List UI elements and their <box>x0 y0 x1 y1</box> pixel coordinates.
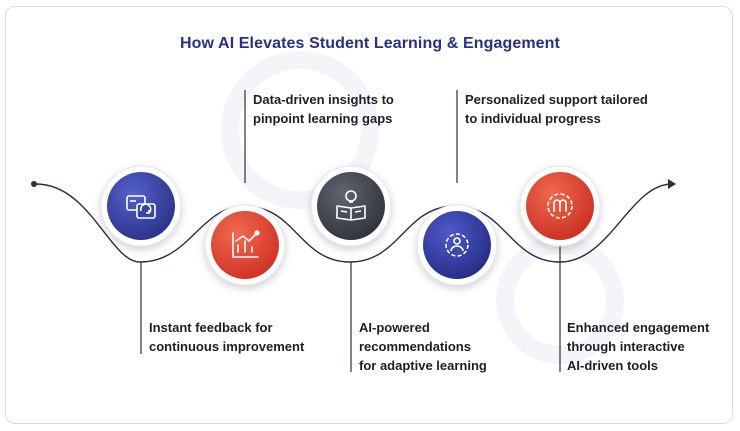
diagram-title: How AI Elevates Student Learning & Engag… <box>180 35 560 52</box>
book-bulb-icon <box>336 190 366 221</box>
person-gear-icon <box>445 233 469 257</box>
path-end-arrow <box>668 179 676 189</box>
step-circle-3 <box>310 165 392 247</box>
step-circle-4 <box>416 204 498 286</box>
brain-gear-icon <box>547 193 573 219</box>
path-start-dot <box>31 181 37 187</box>
chart-growth-icon <box>232 230 260 258</box>
chat-refresh-icon <box>126 195 156 219</box>
